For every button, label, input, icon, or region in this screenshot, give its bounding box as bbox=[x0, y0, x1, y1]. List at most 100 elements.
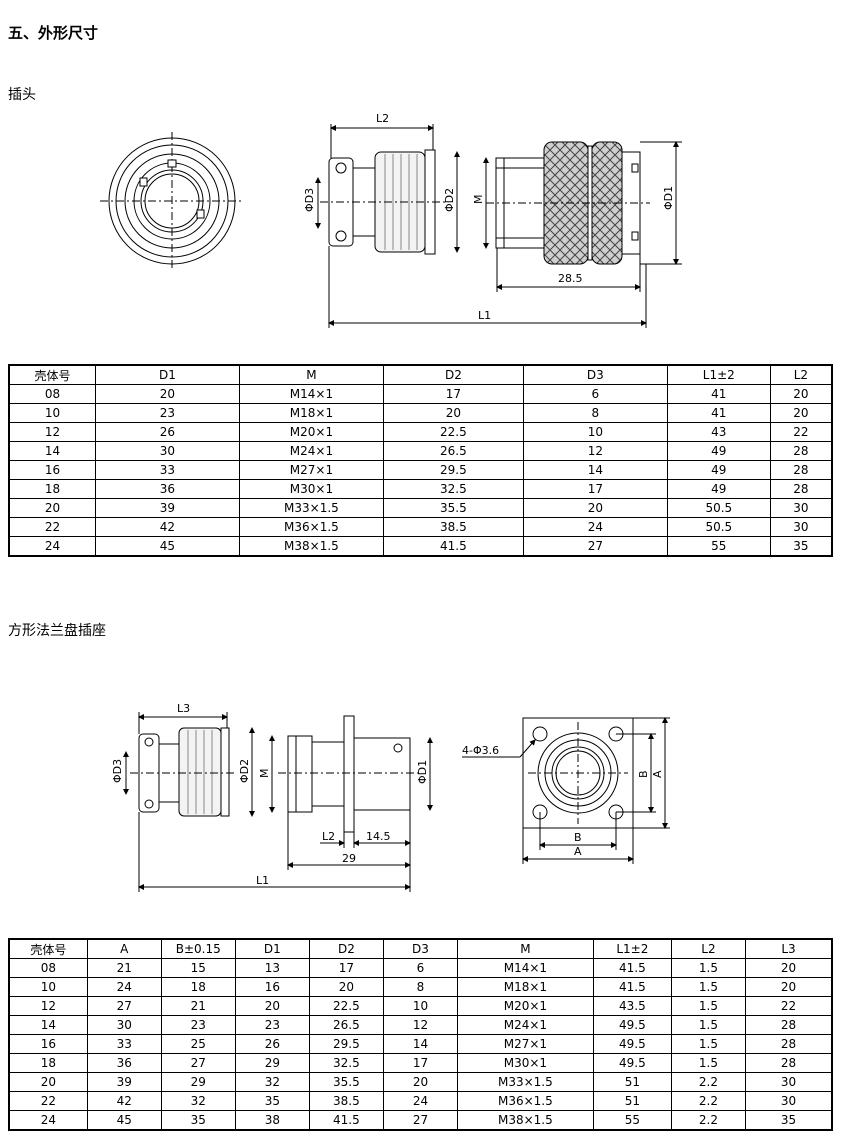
table-cell: 55 bbox=[666, 536, 771, 557]
socket-section-title: 方形法兰盘插座 bbox=[8, 623, 106, 639]
col-header: L1±2 bbox=[666, 364, 771, 385]
table-cell: 24 bbox=[382, 1091, 458, 1111]
table-cell: 1.5 bbox=[670, 977, 747, 997]
table-cell: 30 bbox=[769, 517, 833, 537]
table-cell: 23 bbox=[94, 403, 240, 423]
table-cell: 1.5 bbox=[670, 958, 747, 978]
table-cell: 28 bbox=[769, 441, 833, 461]
table-cell: 41.5 bbox=[382, 536, 524, 557]
table-cell: 2.2 bbox=[670, 1110, 747, 1131]
table-cell: 49.5 bbox=[592, 1015, 672, 1035]
plug-right-view bbox=[486, 141, 650, 265]
plug-phid1-label: ΦD1 bbox=[662, 186, 675, 210]
table-cell: 22 bbox=[8, 1091, 88, 1111]
table-cell: M18×1 bbox=[238, 403, 384, 423]
socket-phid3-label: ΦD3 bbox=[111, 759, 124, 783]
table-cell: M38×1.5 bbox=[238, 536, 384, 557]
table-cell: 14 bbox=[382, 1034, 458, 1054]
table-cell: 18 bbox=[8, 479, 96, 499]
table-cell: 35 bbox=[769, 536, 833, 557]
table-cell: 1.5 bbox=[670, 1053, 747, 1073]
plug-m-label: M bbox=[472, 195, 485, 205]
table-cell: 33 bbox=[94, 460, 240, 480]
table-cell: 29.5 bbox=[308, 1034, 384, 1054]
table-cell: 22 bbox=[745, 996, 833, 1016]
table-cell: 20 bbox=[745, 958, 833, 978]
plug-phid3-label: ΦD3 bbox=[303, 188, 316, 212]
plug-side-view bbox=[320, 149, 445, 255]
table-cell: 2.2 bbox=[670, 1091, 747, 1111]
col-header: M bbox=[456, 938, 594, 959]
plug-phid2-label: ΦD2 bbox=[443, 188, 456, 212]
socket-holes-label: 4-Φ3.6 bbox=[462, 744, 499, 757]
table-cell: 14 bbox=[8, 441, 96, 461]
table-cell: 08 bbox=[8, 384, 96, 404]
socket-side-view bbox=[138, 715, 433, 892]
col-header: B±0.15 bbox=[160, 938, 236, 959]
table-cell: 29 bbox=[160, 1072, 236, 1092]
table-cell: 12 bbox=[8, 422, 96, 442]
table-cell: 20 bbox=[382, 1072, 458, 1092]
socket-l2-label: L2 bbox=[322, 830, 335, 843]
table-cell: 8 bbox=[522, 403, 668, 423]
table-cell: 35.5 bbox=[382, 498, 524, 518]
table-cell: 43.5 bbox=[592, 996, 672, 1016]
table-cell: 16 bbox=[234, 977, 310, 997]
table-cell: 21 bbox=[160, 996, 236, 1016]
table-cell: M20×1 bbox=[456, 996, 594, 1016]
table-cell: M14×1 bbox=[238, 384, 384, 404]
table-cell: M30×1 bbox=[238, 479, 384, 499]
table-cell: 12 bbox=[8, 996, 88, 1016]
table-cell: 26 bbox=[94, 422, 240, 442]
table-cell: 28 bbox=[745, 1034, 833, 1054]
col-header: L3 bbox=[745, 938, 833, 959]
col-header: A bbox=[86, 938, 162, 959]
table-cell: M36×1.5 bbox=[456, 1091, 594, 1111]
socket-drawing: L3 ΦD3 ΦD2 M ΦD1 L2 14.5 29 L1 bbox=[111, 702, 670, 892]
socket-l3-label: L3 bbox=[177, 702, 190, 715]
table-cell: 42 bbox=[86, 1091, 162, 1111]
table-cell: 27 bbox=[382, 1110, 458, 1131]
table-cell: 30 bbox=[86, 1015, 162, 1035]
col-header: D2 bbox=[308, 938, 384, 959]
col-header: D3 bbox=[522, 364, 668, 385]
table-cell: 10 bbox=[8, 977, 88, 997]
table-cell: 28 bbox=[745, 1015, 833, 1035]
plug-drawing: L2 ΦD3 ΦD2 M ΦD1 28.5 L1 bbox=[100, 112, 682, 328]
table-cell: M27×1 bbox=[456, 1034, 594, 1054]
table-cell: 1.5 bbox=[670, 996, 747, 1016]
table-cell: M33×1.5 bbox=[456, 1072, 594, 1092]
table-cell: 29.5 bbox=[382, 460, 524, 480]
table-cell: 45 bbox=[94, 536, 240, 557]
table-cell: 20 bbox=[234, 996, 310, 1016]
table-cell: 25 bbox=[160, 1034, 236, 1054]
table-cell: 29 bbox=[234, 1053, 310, 1073]
table-cell: 20 bbox=[769, 384, 833, 404]
table-cell: M14×1 bbox=[456, 958, 594, 978]
table-cell: M24×1 bbox=[238, 441, 384, 461]
table-cell: 20 bbox=[382, 403, 524, 423]
table-cell: 27 bbox=[522, 536, 668, 557]
table-cell: 30 bbox=[745, 1072, 833, 1092]
table-cell: 49.5 bbox=[592, 1034, 672, 1054]
table-cell: 26.5 bbox=[308, 1015, 384, 1035]
table-cell: 36 bbox=[86, 1053, 162, 1073]
table-cell: 23 bbox=[160, 1015, 236, 1035]
table-cell: 35 bbox=[234, 1091, 310, 1111]
